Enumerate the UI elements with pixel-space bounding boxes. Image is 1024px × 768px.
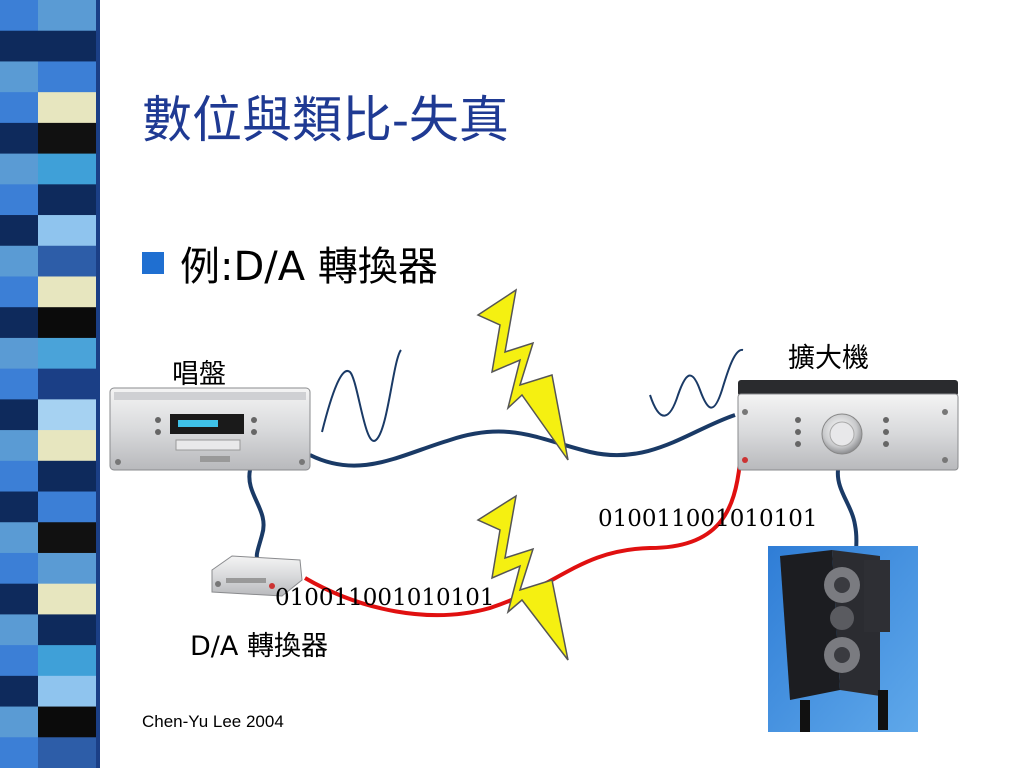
binary-stream-top: 010011001010101 bbox=[598, 506, 818, 532]
stripe-segment bbox=[0, 122, 38, 155]
footer-credit: Chen-Yu Lee 2004 bbox=[142, 712, 284, 731]
stripe-segment bbox=[0, 737, 38, 768]
stripe-segment bbox=[38, 337, 96, 370]
stripe-segment bbox=[0, 368, 38, 401]
analog-cable-to-dac bbox=[247, 469, 266, 563]
stripe-segment bbox=[0, 583, 38, 616]
stripe-segment bbox=[38, 215, 96, 247]
stripe-segment bbox=[0, 645, 38, 677]
stripe-segment bbox=[0, 552, 38, 585]
sine-wave-icon bbox=[321, 349, 402, 442]
stripe-segment bbox=[38, 153, 96, 186]
stripe-segment bbox=[0, 614, 38, 647]
bullet-square-icon bbox=[142, 252, 164, 274]
speaker-image bbox=[768, 546, 918, 732]
stripe-segment bbox=[0, 61, 38, 94]
stripe-segment bbox=[38, 737, 96, 768]
stripe-segment bbox=[38, 122, 96, 155]
stripe-segment bbox=[0, 0, 38, 32]
stripe-segment bbox=[38, 245, 96, 278]
stripe-segment bbox=[0, 522, 38, 554]
left-stripe-decoration bbox=[0, 0, 100, 768]
stripe-segment bbox=[38, 645, 96, 677]
dac-device bbox=[211, 555, 303, 597]
stripe-segment bbox=[38, 583, 96, 616]
amplifier-label: 擴大機 bbox=[788, 343, 869, 374]
stripe-segment bbox=[38, 30, 96, 63]
stripe-segment bbox=[38, 0, 96, 32]
stripe-segment bbox=[38, 491, 96, 524]
stripe-segment bbox=[0, 430, 38, 462]
stripe-segment bbox=[0, 307, 38, 339]
stripe-segment bbox=[38, 614, 96, 647]
stripe-segment bbox=[0, 153, 38, 186]
stripe-segment bbox=[38, 675, 96, 708]
stripe-segment bbox=[38, 522, 96, 554]
dac-label: D/A 轉換器 bbox=[190, 631, 328, 662]
bullet-text: 例:D/A 轉換器 bbox=[180, 244, 438, 290]
analog-cable bbox=[309, 413, 736, 468]
lightning-bolt-icon bbox=[476, 288, 569, 461]
stripe-segment bbox=[0, 460, 38, 493]
stripe-segment bbox=[38, 92, 96, 124]
stripe-segment bbox=[38, 307, 96, 339]
stripe-segment bbox=[0, 215, 38, 247]
stripe-segment bbox=[38, 276, 96, 309]
stripe-segment bbox=[0, 337, 38, 370]
amplifier-device bbox=[737, 380, 959, 471]
stripe-segment bbox=[0, 491, 38, 524]
stripe-segment bbox=[0, 675, 38, 708]
stripe-segment bbox=[0, 245, 38, 278]
stripe-segment bbox=[38, 61, 96, 94]
stripe-segment bbox=[0, 92, 38, 124]
stripe-segment bbox=[38, 184, 96, 217]
stripe-segment bbox=[38, 399, 96, 432]
binary-stream-bottom: 010011001010101 bbox=[275, 585, 495, 611]
sine-wave-icon bbox=[649, 349, 744, 417]
stripe-segment bbox=[38, 706, 96, 739]
stripe-segment bbox=[38, 430, 96, 462]
stripe-segment bbox=[0, 276, 38, 309]
stripe-segment bbox=[0, 399, 38, 432]
stripe-segment bbox=[38, 368, 96, 401]
lightning-bolt-icon bbox=[476, 494, 569, 661]
slide-title: 數位與類比-失真 bbox=[142, 91, 509, 149]
turntable-label: 唱盤 bbox=[172, 359, 226, 390]
digital-cable bbox=[303, 461, 742, 618]
stripe-segment bbox=[0, 184, 38, 217]
speaker-cable bbox=[835, 469, 859, 553]
stripe-segment bbox=[0, 30, 38, 63]
stripe-segment bbox=[38, 552, 96, 585]
stripe-border bbox=[96, 0, 100, 768]
turntable-device bbox=[109, 387, 311, 471]
bullet-item: 例:D/A 轉換器 bbox=[142, 234, 438, 292]
stripe-segment bbox=[0, 706, 38, 739]
stripe-segment bbox=[38, 460, 96, 493]
